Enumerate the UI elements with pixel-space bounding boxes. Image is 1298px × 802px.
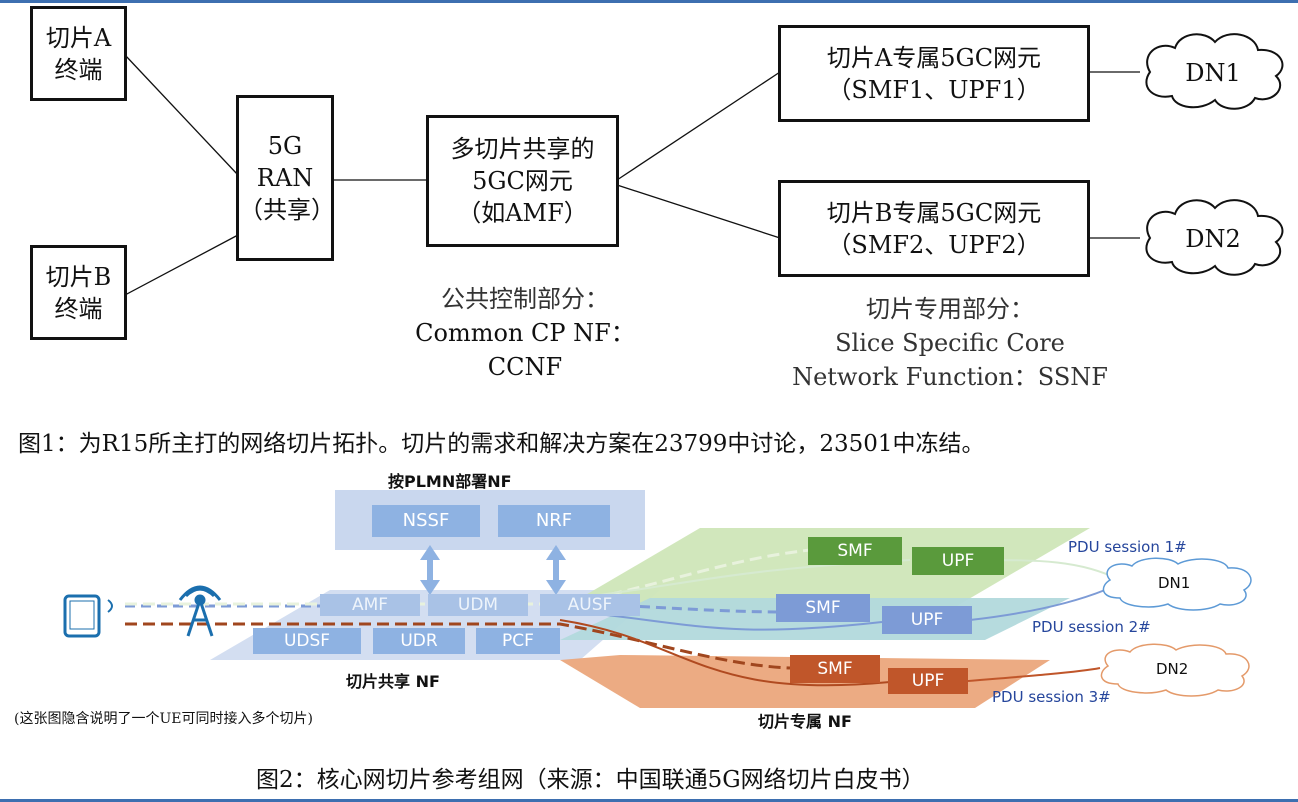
amf-box: AMF [320, 594, 420, 616]
plmn-title: 按PLMN部署NF [388, 472, 512, 491]
fig1-dn2-cloud [1145, 199, 1284, 276]
slice-a-5gc-line2: （SMF1、UPF1） [827, 75, 1041, 104]
ran-line1: 5G [267, 132, 303, 160]
bottom-rule [0, 799, 1298, 802]
common-cp-line2: Common CP NF： [415, 319, 635, 347]
antenna-icon [178, 585, 222, 637]
tablet-icon [63, 594, 113, 638]
fig2-dn2-label: DN2 [1156, 660, 1189, 678]
plmn-arrows [420, 545, 566, 595]
shared-5gc-line1: 多切片共享的 [450, 135, 595, 163]
common-cp-line3: CCNF [487, 353, 563, 381]
fig1-caption: 图1：为R15所主打的网络切片拓扑。切片的需求和解决方案在23799中讨论，23… [18, 431, 985, 457]
ran-line2: RAN [256, 164, 314, 192]
slice-specific-label: 切片专用部分： Slice Specific Core Network Func… [770, 292, 1130, 394]
ausf-box: AUSF [540, 594, 640, 616]
slice-b-terminal-line2: 终端 [54, 294, 103, 323]
pdu-session-1-label: PDU session 1# [1068, 538, 1187, 556]
upf-blue-box: UPF [882, 606, 972, 634]
udm-box: UDM [428, 594, 528, 616]
ran-box: 5G RAN （共享） [236, 95, 335, 261]
shared-5gc-line3: （如AMF） [457, 199, 588, 227]
slice-a-terminal-line1: 切片A [45, 23, 112, 52]
fig2-dn2-cloud [1100, 643, 1250, 697]
nssf-box: NSSF [372, 505, 480, 537]
slice-specific-line1: 切片专用部分： [866, 295, 1034, 323]
shared-nf-label: 切片共享 NF [346, 672, 440, 691]
common-cp-label: 公共控制部分： Common CP NF： CCNF [395, 282, 655, 384]
fig2-caption: 图2：核心网切片参考组网（来源：中国联通5G网络切片白皮书） [256, 767, 925, 793]
shared-5gc-box: 多切片共享的 5GC网元 （如AMF） [426, 115, 619, 247]
udr-box: UDR [373, 628, 465, 654]
common-cp-line1: 公共控制部分： [441, 285, 609, 313]
slice-b-terminal: 切片B 终端 [30, 245, 127, 340]
slice-a-5gc-line1: 切片A专属5GC网元 [826, 43, 1042, 72]
smf-blue-box: SMF [776, 594, 870, 622]
dedicated-nf-label: 切片专属 NF [758, 712, 852, 731]
slice-b-5gc-line2: （SMF2、UPF2） [827, 230, 1041, 259]
top-rule [0, 0, 1298, 3]
shared-5gc-line2: 5GC网元 [472, 167, 573, 195]
fig1-dn1-cloud [1145, 33, 1284, 110]
smf-orange-box: SMF [790, 655, 880, 683]
upf-orange-box: UPF [888, 668, 968, 694]
fig2-dn1-label: DN1 [1158, 574, 1191, 592]
smf-green-box: SMF [808, 537, 902, 565]
slice-a-5gc-box: 切片A专属5GC网元 （SMF1、UPF1） [778, 25, 1090, 122]
slice-a-terminal-line2: 终端 [54, 55, 103, 84]
ran-line3: （共享） [239, 196, 335, 224]
nrf-box: NRF [498, 505, 610, 537]
fig2-dn1-cloud [1102, 557, 1252, 611]
fig1-dn1-label: DN1 [1185, 59, 1241, 87]
slice-specific-line2: Slice Specific Core [835, 329, 1065, 357]
slice-a-terminal: 切片A 终端 [30, 6, 127, 101]
udsf-box: UDSF [253, 628, 361, 654]
fig1-dn2-label: DN2 [1185, 225, 1241, 253]
slice-specific-line3: Network Function：SSNF [792, 363, 1108, 391]
pdu-session-2-label: PDU session 2# [1032, 618, 1151, 636]
pcf-box: PCF [476, 628, 560, 654]
slice-b-5gc-line1: 切片B专属5GC网元 [826, 198, 1042, 227]
slice-b-terminal-line1: 切片B [45, 262, 112, 291]
upf-green-box: UPF [912, 547, 1004, 575]
slice-b-5gc-box: 切片B专属5GC网元 （SMF2、UPF2） [778, 180, 1090, 277]
fig1-connectors [124, 54, 1140, 296]
ue-note: (这张图隐含说明了一个UE可同时接入多个切片) [14, 711, 313, 727]
pdu-session-3-label: PDU session 3# [992, 688, 1111, 706]
